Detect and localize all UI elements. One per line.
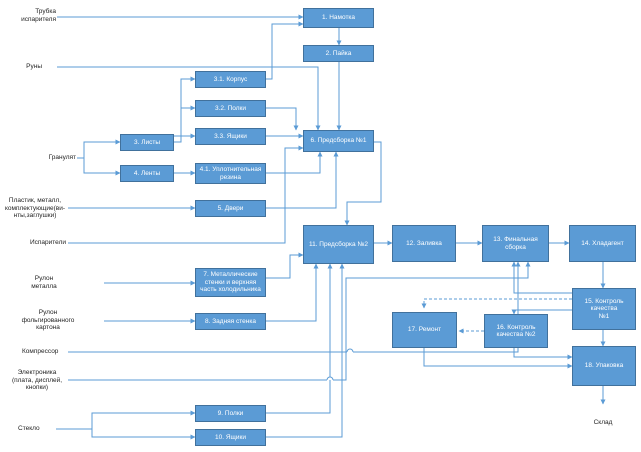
edge-10-to-11 <box>266 263 345 438</box>
input-tube-label: Трубка испарителя <box>21 8 56 23</box>
edge-glass-to-10 <box>91 429 196 440</box>
step-1-winding[interactable]: 1. Намотка <box>303 8 374 28</box>
step-15-quality-control-1[interactable]: 15. Контроль качества №1 <box>572 288 636 330</box>
input-plastic-label: Пластик, металл, комплектующие(ви- нты,з… <box>4 197 66 219</box>
input-cardboard-roll-label: Рулон фольгированного картона <box>21 309 75 331</box>
step-3-sheets[interactable]: 3. Листы <box>120 134 174 151</box>
input-glass-label: Стекло <box>18 425 40 432</box>
step-6-preassembly-1[interactable]: 6. Предсборка №1 <box>303 130 374 152</box>
edge-9-to-11 <box>266 263 333 414</box>
step-3-1-body[interactable]: 3.1. Корпус <box>195 71 266 88</box>
step-5-doors[interactable]: 5. Двери <box>195 200 266 217</box>
edge-7-to-11 <box>266 252 304 279</box>
input-pipes-label: Руны <box>26 63 42 70</box>
edge-granulate-to-3 <box>77 139 121 159</box>
edge-15-to-16 <box>511 309 572 315</box>
input-electronics-label: Электроника (плата, дисплей, кнопки) <box>11 369 63 391</box>
step-10-drawers[interactable]: 10. Ящики <box>195 429 266 446</box>
step-12-filling[interactable]: 12. Заливка <box>392 225 456 262</box>
edge-15-to-13 <box>511 261 572 294</box>
input-granulate-label: Гранулят <box>48 154 76 161</box>
step-16-quality-control-2[interactable]: 16. Контроль качества №2 <box>484 314 548 348</box>
output-warehouse-label: Склад <box>593 419 613 426</box>
edge-31-to-1 <box>266 21 304 80</box>
step-9-shelves[interactable]: 9. Полки <box>195 405 266 422</box>
step-7-metal-walls[interactable]: 7. Металлические стенки и верхняя часть … <box>195 268 266 297</box>
edge-15-to-17-dashed <box>421 298 572 309</box>
edge-6-to-11 <box>344 141 382 226</box>
step-8-back-wall[interactable]: 8. Задняя стенка <box>195 313 266 330</box>
edge-5-to-6 <box>266 151 339 209</box>
step-4-strips[interactable]: 4. Ленты <box>120 165 174 182</box>
edge-granulate-to-4 <box>83 158 121 176</box>
edge-8-to-11 <box>266 263 319 322</box>
step-11-preassembly-2[interactable]: 11. Предсборка №2 <box>303 225 374 264</box>
edge-glass-to-9 <box>56 410 196 430</box>
edge-41-to-6 <box>266 151 323 174</box>
step-14-refrigerant[interactable]: 14. Хладагент <box>569 225 636 262</box>
input-compressor-label: Компрессор <box>22 348 59 355</box>
step-17-repair[interactable]: 17. Ремонт <box>392 312 457 348</box>
line-hop <box>346 348 354 353</box>
edge-evap-to-6 <box>68 145 304 244</box>
edge-compressor-to-13 <box>68 262 518 353</box>
input-evaporators-label: Испарители <box>29 239 66 246</box>
step-13-final-assembly[interactable]: 13. Финальная сборка <box>482 225 549 262</box>
step-3-3-drawers[interactable]: 3.3. Ящики <box>195 128 266 145</box>
edge-17-to-18 <box>423 348 573 369</box>
edge-16-to-18 <box>513 348 573 360</box>
edge-3-to-31 <box>174 76 196 143</box>
step-4-1-seal-rubber[interactable]: 4.1. Уплотнительная резина <box>195 163 266 184</box>
step-3-2-shelves[interactable]: 3.2. Полки <box>195 100 266 117</box>
line-hop <box>326 376 334 381</box>
input-metal-roll-label: Рулон металла <box>31 275 57 290</box>
edge-32-to-6 <box>266 107 299 131</box>
edge-pipes-to-6 <box>57 66 321 131</box>
step-18-packaging[interactable]: 18. Упаковка <box>572 346 636 386</box>
step-2-soldering[interactable]: 2. Пайка <box>303 45 374 62</box>
